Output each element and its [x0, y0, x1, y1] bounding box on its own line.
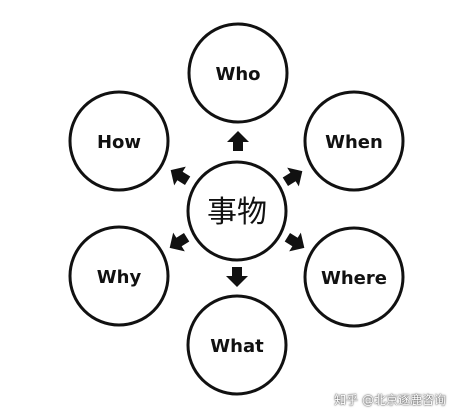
- watermark-text: 知乎 @北京逐鹿咨询: [334, 393, 446, 407]
- node-label-why: Why: [97, 267, 142, 288]
- node-label-how: How: [97, 132, 141, 153]
- arrow-to-what: [226, 267, 248, 287]
- center-label: 事物: [207, 195, 267, 230]
- node-circle-who: [187, 22, 289, 124]
- center-circle: [186, 160, 288, 262]
- node-circle-what: [186, 294, 288, 396]
- node-label-what: What: [210, 336, 264, 357]
- node-label-where: Where: [321, 268, 387, 289]
- node-circle-where: [303, 226, 405, 328]
- arrow-to-how: [170, 166, 191, 186]
- arrow-to-where: [284, 232, 305, 252]
- node-circle-why: [68, 225, 170, 327]
- circles-layer: 事物 Who When Where What Why How: [68, 22, 405, 396]
- arrow-to-why: [169, 232, 190, 252]
- arrows-layer: [169, 131, 305, 287]
- node-label-who: Who: [215, 64, 260, 85]
- node-label-when: When: [325, 132, 383, 153]
- node-circle-when: [303, 90, 405, 192]
- arrow-to-who: [227, 131, 249, 151]
- arrow-to-when: [282, 167, 303, 187]
- node-circle-how: [68, 90, 170, 192]
